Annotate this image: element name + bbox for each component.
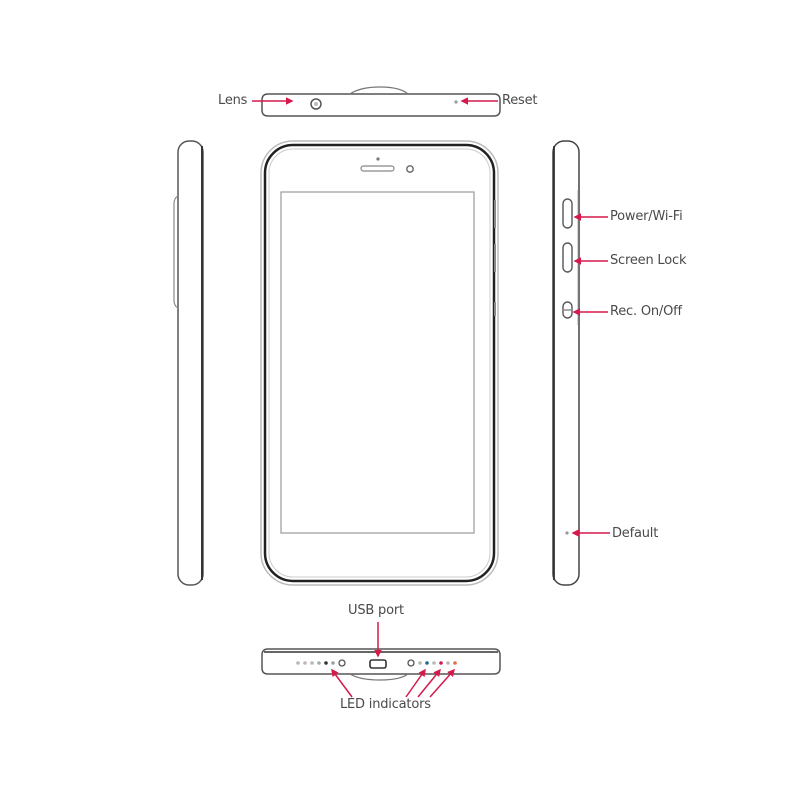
- usb-port-label: USB port: [348, 603, 404, 618]
- bottom-view: [261, 622, 501, 698]
- front-view: [260, 140, 499, 586]
- rec-on-off-label: Rec. On/Off: [610, 304, 682, 319]
- reset-hole-icon: [454, 100, 458, 104]
- earpiece-icon: [360, 165, 395, 172]
- default-label: Default: [612, 526, 659, 541]
- reset-label: Reset: [502, 93, 538, 108]
- screen-lock-label: Screen Lock: [610, 253, 687, 268]
- led-group-left: [296, 659, 346, 667]
- default-hole-icon: [565, 531, 569, 535]
- screen: [280, 191, 475, 534]
- lens-label: Lens: [218, 93, 248, 108]
- left-side-view: [173, 140, 204, 586]
- usb-port-icon: [369, 659, 387, 669]
- led-group-right: [407, 659, 457, 667]
- top-view: [252, 86, 501, 117]
- screen-lock-button-icon: [562, 242, 573, 273]
- right-side-view: [552, 140, 610, 586]
- sensor-icon: [376, 157, 380, 161]
- power-wifi-label: Power/Wi-Fi: [610, 209, 683, 224]
- front-camera-icon: [406, 165, 414, 173]
- power-wifi-button-icon: [562, 198, 573, 229]
- led-indicators-label: LED indicators: [340, 697, 431, 712]
